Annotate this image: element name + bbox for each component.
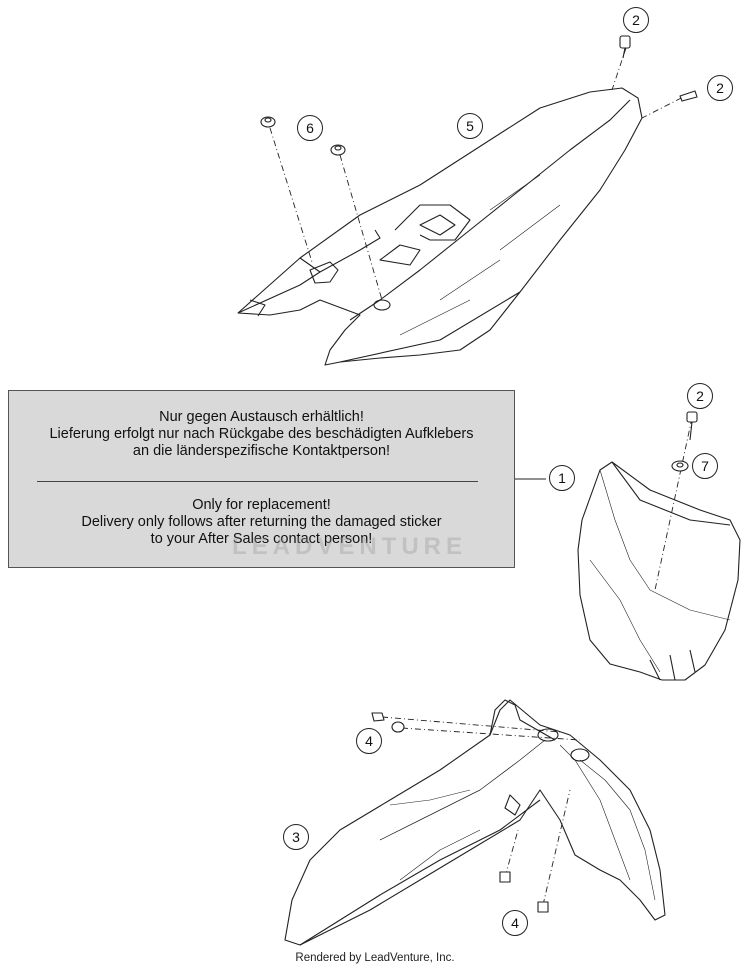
- callout-front-fender-top-screws[interactable]: 4: [356, 728, 382, 754]
- notice-english: Only for replacement! Delivery only foll…: [9, 497, 514, 548]
- callout-top-screw[interactable]: 2: [623, 7, 649, 33]
- footer-credit: Rendered by LeadVenture, Inc.: [295, 952, 455, 964]
- rear-fender: [237, 87, 643, 366]
- notice-divider: [37, 481, 478, 482]
- notice-english-line: Delivery only follows after returning th…: [81, 514, 442, 530]
- notice-german-line: Lieferung erfolgt nur nach Rückgabe des …: [49, 426, 474, 442]
- callout-headlight-screw[interactable]: 2: [687, 383, 713, 409]
- headlight-mask: [515, 461, 741, 681]
- watermark-text: LEADVENTURE: [232, 533, 468, 560]
- replacement-notice: Nur gegen Austausch erhältlich! Lieferun…: [8, 390, 515, 568]
- notice-german-line: an die länderspezifische Kontaktperson!: [132, 443, 391, 459]
- front-fender: [284, 699, 666, 946]
- callout-seat-nuts[interactable]: 6: [297, 115, 323, 141]
- notice-german: Nur gegen Austausch erhältlich! Lieferun…: [9, 409, 514, 460]
- notice-english-line: to your After Sales contact person!: [150, 531, 373, 547]
- callout-front-fender-bottom-screws[interactable]: 4: [502, 910, 528, 936]
- callout-sticker-ref[interactable]: 1: [549, 465, 575, 491]
- callout-right-screw[interactable]: 2: [707, 75, 733, 101]
- callout-front-fender[interactable]: 3: [283, 824, 309, 850]
- notice-german-line: Nur gegen Austausch erhältlich!: [159, 409, 364, 425]
- callout-rear-fender[interactable]: 5: [457, 113, 483, 139]
- notice-english-line: Only for replacement!: [192, 497, 331, 513]
- callout-headlight-washer[interactable]: 7: [692, 453, 718, 479]
